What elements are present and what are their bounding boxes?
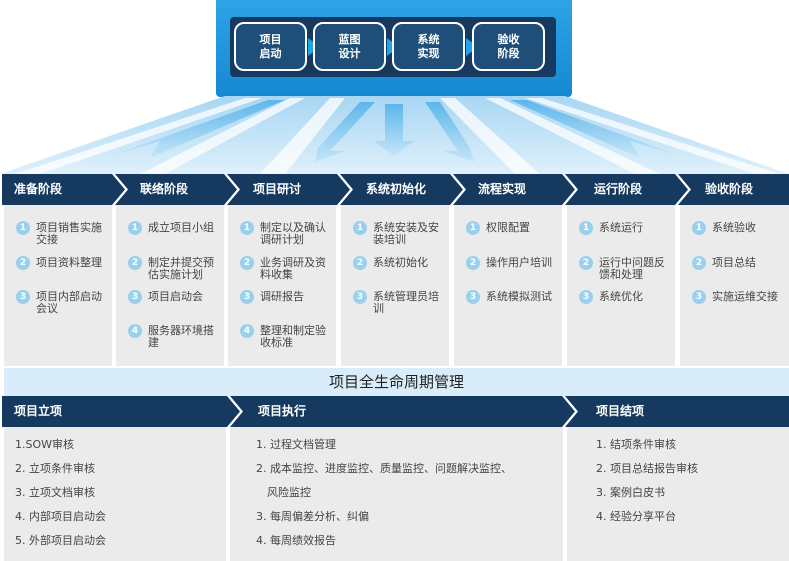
list-item: 1. 结项条件审核 <box>596 438 676 451</box>
number-3-icon: 3 <box>240 290 254 304</box>
light-rays <box>0 96 789 174</box>
number-2-icon: 2 <box>466 256 480 270</box>
list-item: 5. 外部项目启动会 <box>15 534 106 547</box>
lifecycle-title: 项目全生命周期管理 <box>4 368 789 396</box>
number-2-icon: 2 <box>353 256 367 270</box>
number-1-icon: 1 <box>692 221 706 235</box>
number-1-icon: 1 <box>466 221 480 235</box>
number-2-icon: 2 <box>692 256 706 270</box>
management-column-closure: 1. 结项条件审核 2. 项目总结报告审核 3. 案例白皮书 4. 经验分享平台 <box>567 427 789 561</box>
stage-acceptance: 验收 阶段 <box>472 22 545 71</box>
number-2-icon: 2 <box>16 256 30 270</box>
management-title-initiation: 项目立项 <box>14 404 63 418</box>
list-item: 4. 经验分享平台 <box>596 510 676 523</box>
number-3-icon: 3 <box>692 290 706 304</box>
list-item: 3. 立项文档审核 <box>15 486 95 499</box>
management-title-closure: 项目结项 <box>596 404 645 418</box>
phase-header-bar <box>2 174 789 205</box>
number-1-icon: 1 <box>240 221 254 235</box>
number-1-icon: 1 <box>128 221 142 235</box>
stage-project-start: 项目 启动 <box>234 22 307 71</box>
number-3-icon: 3 <box>466 290 480 304</box>
stage-label: 系统 实现 <box>417 32 440 60</box>
management-header-bar <box>2 396 789 427</box>
list-item: 2. 立项条件审核 <box>15 462 95 475</box>
phase-title-process: 流程实现 <box>478 182 527 196</box>
number-4-icon: 4 <box>128 324 142 338</box>
management-title-execution: 项目执行 <box>258 404 307 418</box>
number-3-icon: 3 <box>579 290 593 304</box>
management-column-initiation: 1.SOW审核 2. 立项条件审核 3. 立项文档审核 4. 内部项目启动会 5… <box>4 427 226 561</box>
list-item: 3. 案例白皮书 <box>596 486 665 499</box>
number-1-icon: 1 <box>16 221 30 235</box>
number-4-icon: 4 <box>240 324 254 338</box>
stage-system-implementation: 系统 实现 <box>392 22 465 71</box>
list-item: 3. 每周偏差分析、纠偏 <box>256 510 369 523</box>
phase-title-research: 项目研讨 <box>253 182 302 196</box>
number-2-icon: 2 <box>579 256 593 270</box>
stage-label: 蓝图 设计 <box>338 32 361 60</box>
phase-title-operation: 运行阶段 <box>594 182 643 196</box>
phase-title-initialization: 系统初始化 <box>366 182 427 196</box>
list-item: 2. 成本监控、进度监控、质量监控、问题解决监控、 <box>256 462 512 475</box>
stage-blueprint-design: 蓝图 设计 <box>313 22 386 71</box>
list-item: 风险监控 <box>267 486 311 499</box>
list-item: 4. 内部项目启动会 <box>15 510 106 523</box>
number-2-icon: 2 <box>240 256 254 270</box>
number-1-icon: 1 <box>579 221 593 235</box>
management-column-execution: 1. 过程文档管理 2. 成本监控、进度监控、质量监控、问题解决监控、 风险监控… <box>230 427 563 561</box>
list-item: 1. 过程文档管理 <box>256 438 336 451</box>
number-3-icon: 3 <box>353 290 367 304</box>
list-item: 4. 每周绩效报告 <box>256 534 336 547</box>
number-1-icon: 1 <box>353 221 367 235</box>
phase-title-liaison: 联络阶段 <box>140 182 189 196</box>
stage-label: 项目 启动 <box>259 32 282 60</box>
list-item: 2. 项目总结报告审核 <box>596 462 698 475</box>
number-3-icon: 3 <box>128 290 142 304</box>
phase-title-preparation: 准备阶段 <box>14 182 63 196</box>
number-2-icon: 2 <box>128 256 142 270</box>
list-item: 1.SOW审核 <box>15 438 75 451</box>
stage-label: 验收 阶段 <box>497 32 520 60</box>
phase-title-acceptance: 验收阶段 <box>705 182 754 196</box>
number-3-icon: 3 <box>16 290 30 304</box>
